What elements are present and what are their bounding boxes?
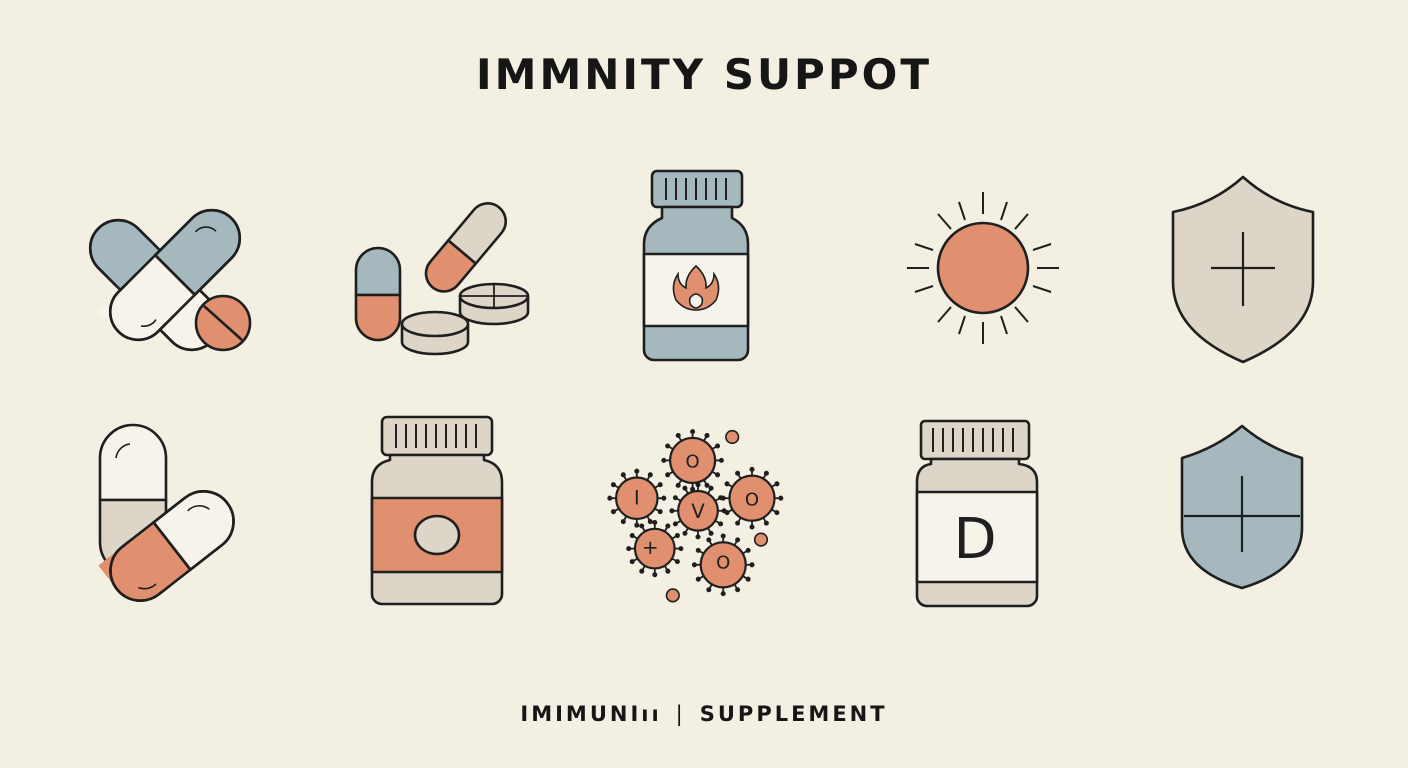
blue-shield-plus-icon	[1152, 420, 1332, 620]
virus-mark-5: +	[642, 536, 659, 559]
virus-cell	[691, 533, 755, 597]
footer-right-text: SUPPLEMENT	[699, 702, 888, 726]
pills-and-tablets-icon	[350, 200, 530, 400]
supplement-bottle-flame-icon	[606, 166, 786, 366]
virus-cell	[720, 466, 784, 530]
virus-cells-icon: I O V O + O	[607, 418, 788, 618]
footer-left-text: IMIMUNIıı	[520, 702, 662, 726]
vitamin-d-bottle-icon: D	[887, 416, 1067, 616]
virus-mark-4: O	[745, 489, 759, 510]
supplement-jar-icon	[350, 412, 530, 612]
stacked-capsules-icon	[90, 418, 270, 618]
virus-mark-2: O	[686, 452, 700, 473]
virus-cell	[661, 429, 724, 492]
crossed-capsules-icon	[75, 175, 255, 375]
virus-cell	[669, 482, 727, 540]
virus-mark-3: V	[691, 500, 705, 523]
virus-cell	[607, 468, 667, 528]
virus-mark-1: I	[634, 487, 640, 510]
virus-mark-6: O	[716, 552, 730, 573]
vitamin-d-letter: D	[953, 507, 996, 572]
sun-icon	[893, 168, 1073, 368]
page-title: IMMNITY SUPPOT	[476, 50, 932, 99]
footer-caption: IMIMUNIıı | SUPPLEMENT	[0, 702, 1408, 726]
footer-separator: |	[675, 702, 686, 726]
shield-plus-icon	[1153, 172, 1333, 372]
virus-cell	[626, 519, 684, 578]
